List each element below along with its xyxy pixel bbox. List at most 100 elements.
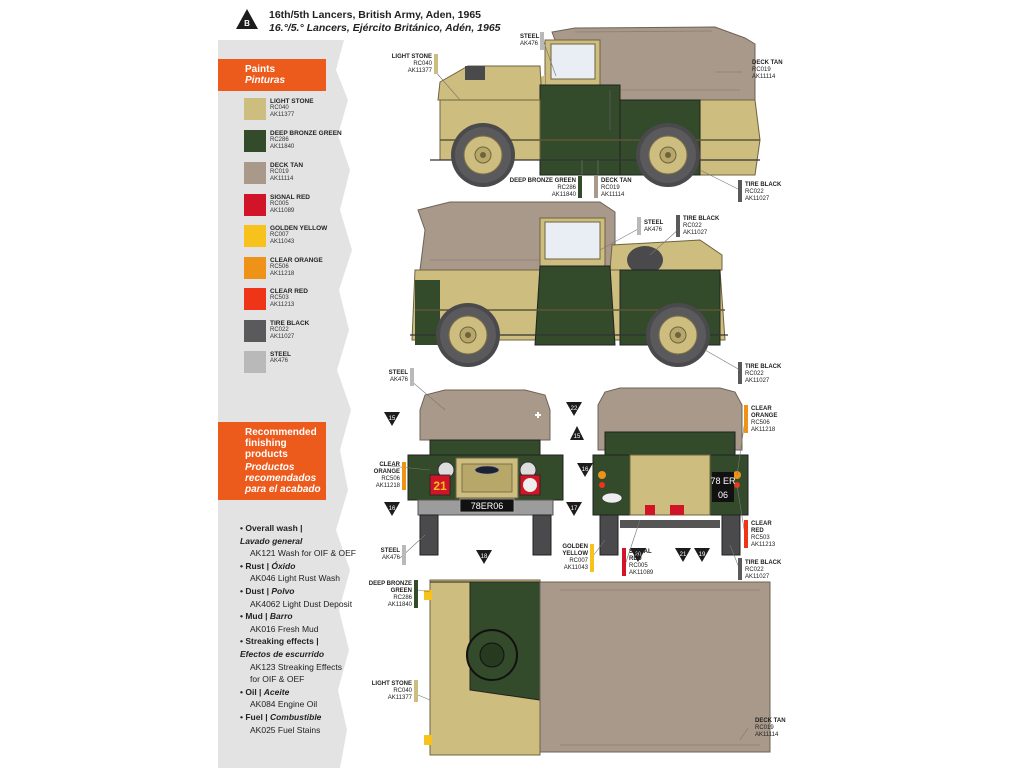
callout-chip — [748, 716, 752, 738]
svg-text:18: 18 — [481, 554, 488, 560]
marker-17: 17 — [566, 502, 582, 516]
finishing-name-en: Oil — [245, 686, 257, 697]
finishing-name-es: Polvo — [271, 585, 295, 596]
finishing-name-en: Streaking effects — [245, 636, 314, 647]
svg-text:B: B — [244, 19, 250, 28]
finishing-name-es: Aceite — [263, 686, 290, 697]
swatch-code: AK11213 — [270, 302, 295, 308]
variant-badge: B — [236, 9, 258, 29]
swatch-name: CLEAR RED — [270, 288, 308, 295]
finishing-product: AK084 Engine Oil — [250, 699, 318, 710]
swatch-code: AK11840 — [270, 144, 295, 150]
svg-text:17: 17 — [571, 506, 578, 512]
swatch-name: DEEP BRONZE GREEN — [270, 130, 342, 137]
finishing-product: AK121 Wash for OIF & OEF — [250, 548, 356, 559]
svg-text:78ER06: 78ER06 — [471, 501, 504, 511]
callout-chip — [402, 545, 406, 565]
finishing-group: • Oil | Aceite — [240, 686, 290, 697]
callout-chip — [434, 54, 438, 74]
swatch-name: SIGNAL RED — [270, 194, 310, 201]
color-chip — [244, 194, 266, 216]
callout-chip — [744, 520, 748, 548]
swatch-name: STEEL — [270, 351, 291, 358]
side-view-right — [410, 201, 728, 368]
callout-chip — [744, 405, 748, 433]
rear-view: 78 ER 06 — [592, 387, 749, 556]
finishing-name-en: Fuel — [245, 711, 263, 722]
finishing-group: • Rust | Óxido — [240, 560, 296, 571]
swatch-code: RC019 — [270, 169, 289, 175]
marker-16-right: 16 — [577, 463, 593, 477]
svg-text:21: 21 — [680, 552, 687, 558]
finishing-group: • Fuel | Combustible — [240, 711, 322, 722]
marker-22: 22 — [566, 402, 582, 416]
finishing-name-es: Combustible — [269, 711, 322, 722]
svg-text:16: 16 — [582, 467, 589, 473]
decal-markers: 15 22 15 16 16 17 18 20 21 19 — [384, 402, 710, 564]
swatch-name: TIRE BLACK — [270, 320, 310, 327]
finishing-name-en: Overall wash — [245, 523, 298, 533]
color-chip — [244, 162, 266, 184]
callout-chip — [676, 215, 680, 237]
callout-chip — [738, 362, 742, 384]
swatch-code: AK11114 — [270, 176, 294, 182]
marker-16-left: 16 — [384, 502, 400, 516]
finishing-product: AK123 Streaking Effects — [250, 661, 342, 672]
swatch-code: AK11377 — [270, 112, 295, 118]
color-chip — [244, 130, 266, 152]
svg-text:15: 15 — [574, 434, 581, 440]
marker-20: 20 — [630, 548, 646, 562]
swatch-code: AK11218 — [270, 271, 295, 277]
title-spanish: 16.°/5.° Lancers, Ejército Británico, Ad… — [269, 22, 501, 34]
callout-chip — [410, 368, 414, 386]
side-view-left — [430, 26, 761, 188]
finishing-header-en: Recommended finishing products — [245, 427, 317, 460]
callout-chip — [540, 32, 544, 50]
top-view — [424, 579, 771, 756]
finishing-name-es: Efectos de escurrido — [240, 648, 325, 659]
finishing-header-es: Productos recomendados para el acabado — [245, 462, 321, 495]
finishing-group: • Dust | Polvo — [240, 585, 295, 596]
panel-torn-edge — [330, 40, 352, 768]
finishing-header: Recommended finishing products Productos… — [218, 422, 326, 500]
swatch-code: RC286 — [270, 137, 289, 143]
leader-lines — [379, 39, 753, 741]
paints-header: Paints Pinturas — [218, 59, 326, 91]
title-english: 16th/5th Lancers, British Army, Aden, 19… — [269, 9, 482, 21]
finishing-products-list: • Overall wash |Lavado general AK121 Was… — [240, 522, 356, 736]
swatch-name: DECK TAN — [270, 162, 304, 169]
swatch-code: RC022 — [270, 327, 289, 333]
svg-text:22: 22 — [571, 406, 578, 412]
callout-chip — [578, 176, 582, 198]
finishing-name-es: Óxido — [271, 560, 296, 571]
finishing-product: AK4062 Light Dust Deposit — [250, 598, 353, 609]
callout-chip — [738, 558, 742, 580]
callout-chip — [590, 544, 594, 572]
svg-text:19: 19 — [699, 552, 706, 558]
color-chip — [244, 351, 266, 373]
swatch-code: RC005 — [270, 201, 289, 207]
marker-15b: 15 — [570, 426, 584, 440]
finishing-product: AK025 Fuel Stains — [250, 724, 321, 735]
finishing-name-en: Dust — [245, 585, 265, 596]
svg-text:06: 06 — [718, 490, 728, 500]
svg-text:21: 21 — [433, 479, 447, 493]
swatch-code: RC506 — [270, 264, 289, 270]
color-chip — [244, 320, 266, 342]
swatch-name: CLEAR ORANGE — [270, 257, 323, 264]
swatch-code: AK11089 — [270, 208, 295, 214]
swatch-code: RC007 — [270, 232, 289, 238]
color-chip — [244, 288, 266, 310]
finishing-group: • Mud | Barro — [240, 611, 293, 622]
